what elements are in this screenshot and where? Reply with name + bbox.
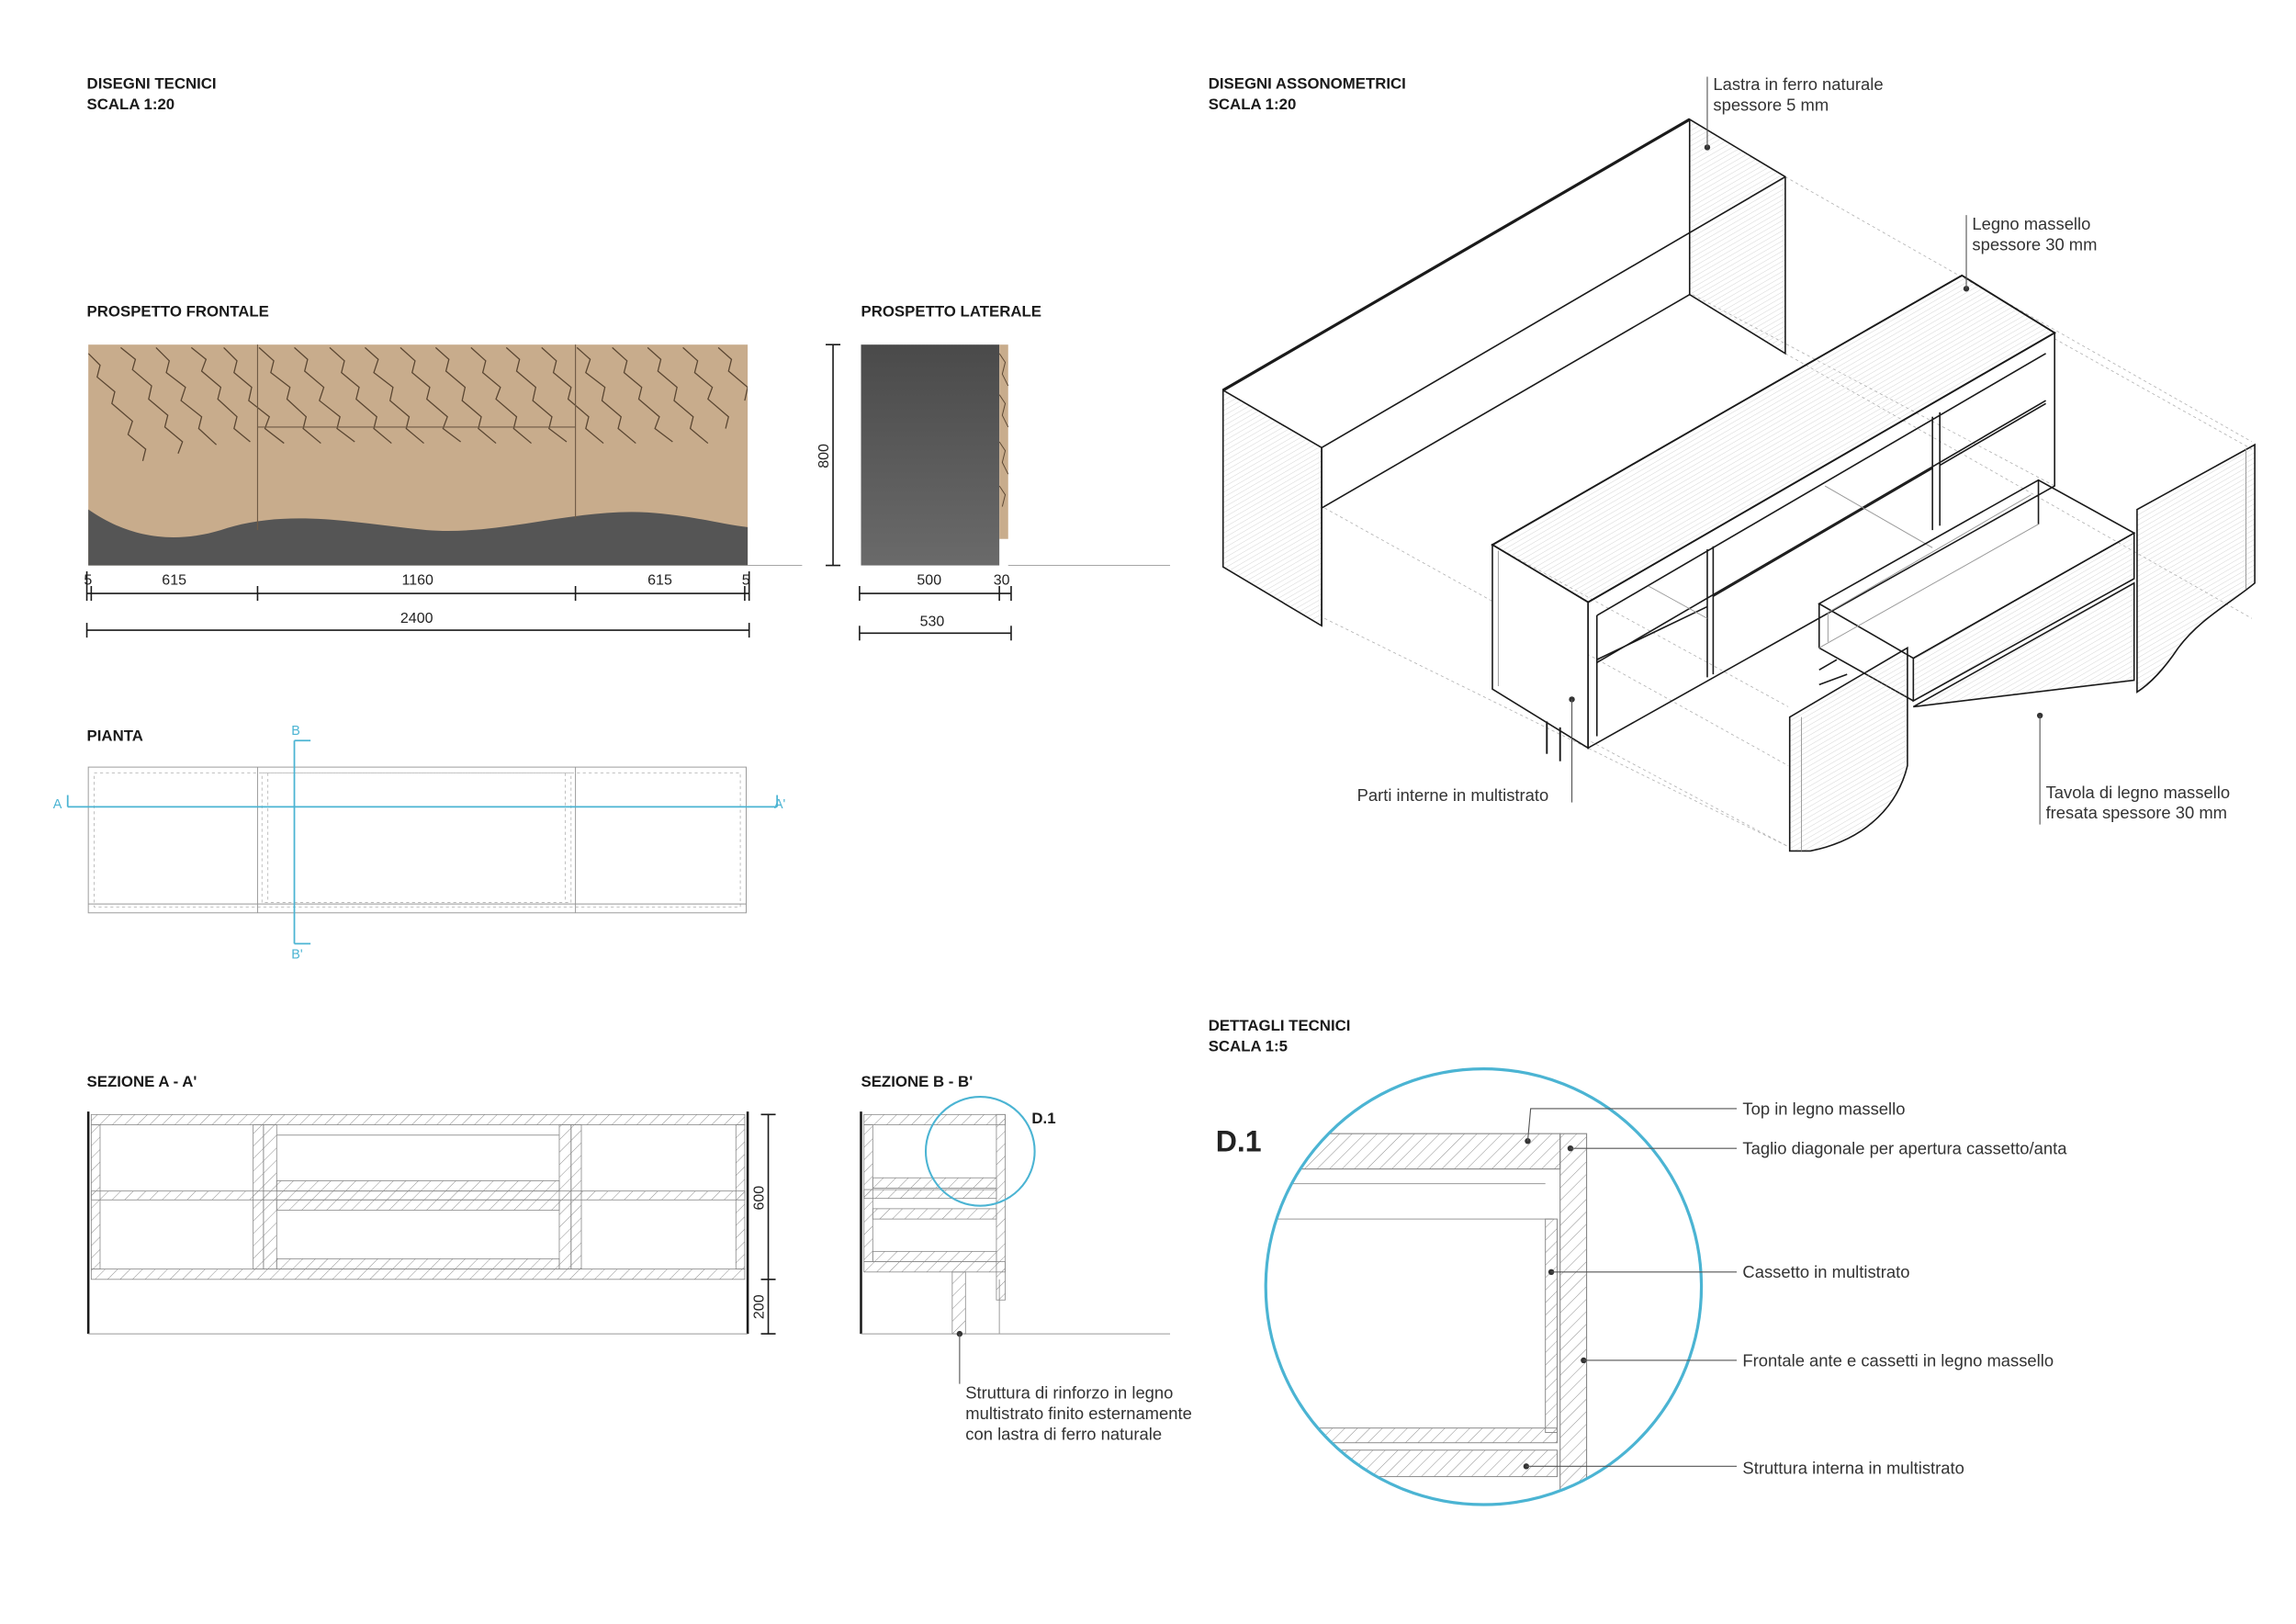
front-iron-wave xyxy=(88,509,748,566)
tech-drawings-scale: SCALA 1:20 xyxy=(87,96,175,113)
details-title: DETTAGLI TECNICI xyxy=(1209,1017,1351,1034)
front-dimensions: 5 615 1160 615 5 2400 xyxy=(84,570,750,638)
axo-iron-shell xyxy=(1221,118,1786,627)
section-aa: 600 200 xyxy=(86,1111,776,1335)
detail-callout-top: Top in legno massello xyxy=(1742,1099,1905,1118)
side-front-edge xyxy=(999,344,1008,539)
axo-open-drawer xyxy=(1818,479,2136,703)
axo-label-top-2: spessore 30 mm xyxy=(1972,235,2097,254)
axonometric-view: Lastra in ferro naturale spessore 5 mm L… xyxy=(1221,74,2256,852)
plan-title: PIANTA xyxy=(87,727,143,744)
detail-d1-marker xyxy=(924,1096,1036,1207)
detail-label: D.1 xyxy=(1216,1124,1262,1157)
side-elevation-title: PROSPETTO LATERALE xyxy=(861,303,1041,321)
axo-label-front-1: Tavola di legno massello xyxy=(2046,783,2231,802)
cut-label-b-prime: B' xyxy=(291,947,303,962)
cut-label-a-prime: A' xyxy=(774,797,786,812)
details-scale: SCALA 1:5 xyxy=(1209,1037,1288,1054)
axo-label-top-1: Legno massello xyxy=(1972,214,2090,233)
reinforcement-note-line-3: con lastra di ferro naturale xyxy=(965,1424,1162,1443)
detail-callout-diagonal-cut: Taglio diagonale per apertura cassetto/a… xyxy=(1742,1139,2067,1158)
front-elevation xyxy=(88,344,803,567)
reinforcement-note-line-1: Struttura di rinforzo in legno xyxy=(965,1383,1173,1403)
front-dim-right: 615 xyxy=(647,571,672,588)
section-bb-title: SEZIONE B - B' xyxy=(861,1073,974,1090)
front-dim-center: 1160 xyxy=(402,571,434,588)
plan-view: A A' B B' xyxy=(53,724,786,963)
section-bb: D.1 Struttura di rinforzo in legno multi… xyxy=(860,1096,1192,1443)
side-dim-front: 30 xyxy=(994,571,1010,588)
detail-d1-ref: D.1 xyxy=(1031,1110,1055,1127)
axo-lower-drawer-front xyxy=(1912,581,2135,708)
detail-callout-front: Frontale ante e cassetti in legno massel… xyxy=(1742,1350,2054,1370)
detail-d1: Top in legno massello Taglio diagonale p… xyxy=(1264,1067,2067,1506)
detail-callout-structure: Struttura interna in multistrato xyxy=(1742,1458,1964,1477)
section-aa-dim-body: 600 xyxy=(751,1186,768,1211)
front-elevation-title: PROSPETTO FRONTALE xyxy=(87,303,269,321)
axo-open-door-left xyxy=(1788,646,1908,852)
cut-label-b: B xyxy=(291,724,300,739)
section-cut-lines xyxy=(66,739,779,945)
detail-callout-drawer: Cassetto in multistrato xyxy=(1742,1262,1909,1281)
axonometric-scale: SCALA 1:20 xyxy=(1209,96,1297,113)
tech-drawings-title: DISEGNI TECNICI xyxy=(87,74,217,92)
side-dim-depth: 500 xyxy=(917,571,941,588)
axo-label-front-2: fresata spessore 30 mm xyxy=(2046,803,2227,822)
side-dim-total: 530 xyxy=(920,613,945,629)
axo-label-iron-1: Lastra in ferro naturale xyxy=(1713,74,1883,94)
reinforcement-note-line-2: multistrato finito esternamente xyxy=(965,1404,1192,1423)
cut-label-a: A xyxy=(53,797,62,812)
section-aa-title: SEZIONE A - A' xyxy=(87,1073,197,1090)
side-elevation: 800 500 30 530 xyxy=(816,344,1171,641)
section-aa-dim-base: 200 xyxy=(751,1294,768,1319)
front-dim-left-edge: 5 xyxy=(84,571,92,588)
axo-label-iron-2: spessore 5 mm xyxy=(1713,95,1829,114)
axo-cabinet-body xyxy=(1491,274,2057,761)
axo-open-door-right xyxy=(2136,443,2256,694)
axo-label-interior: Parti interne in multistrato xyxy=(1357,785,1549,805)
front-dim-left: 615 xyxy=(162,571,186,588)
front-dim-right-edge: 5 xyxy=(742,571,750,588)
side-dim-height: 800 xyxy=(816,444,832,468)
axonometric-title: DISEGNI ASSONOMETRICI xyxy=(1209,74,1406,92)
axo-construction-lines xyxy=(1324,176,2253,848)
front-dim-total: 2400 xyxy=(400,610,433,626)
side-iron-panel xyxy=(861,344,1000,566)
